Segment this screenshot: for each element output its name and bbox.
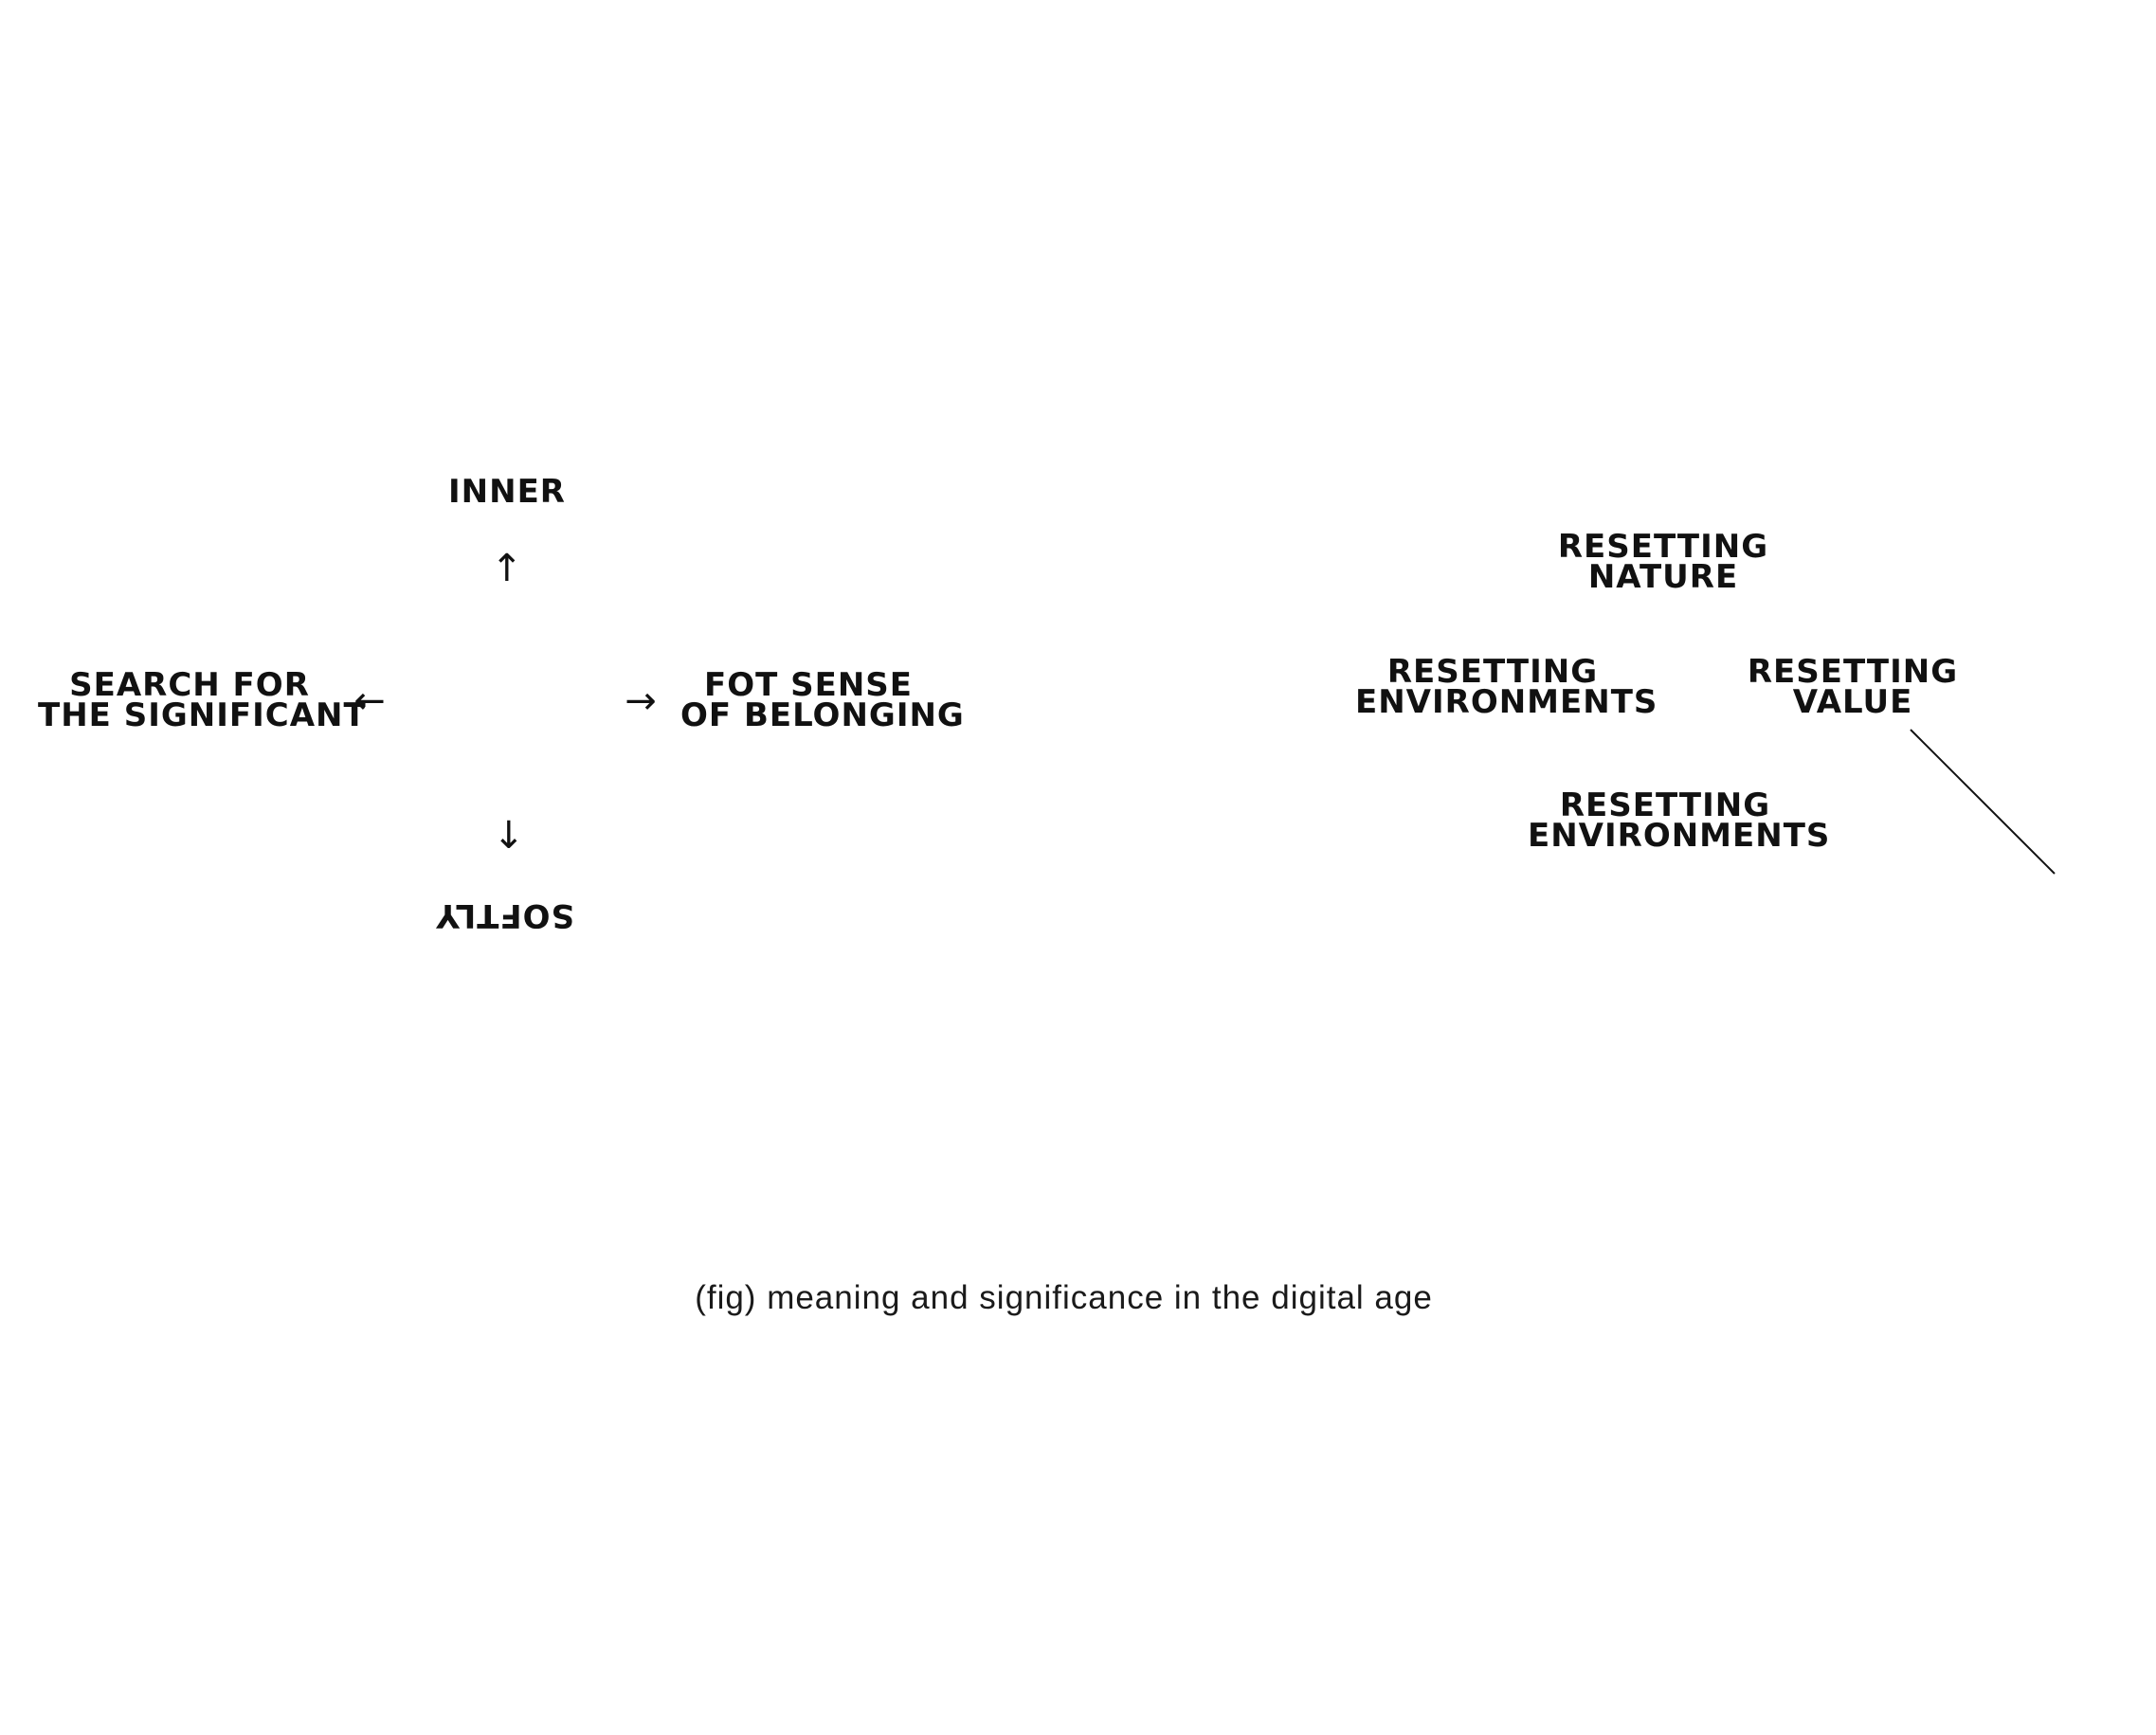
diagonal-line — [1910, 729, 2056, 875]
figure-caption: (fig) meaning and significance in the di… — [695, 1279, 1433, 1316]
arrow-up-icon: ↑ — [491, 547, 523, 590]
label-search-for-the-significant: SEARCH FOR THE SIGNIFICANT — [38, 666, 367, 734]
arrow-right-icon: → — [625, 679, 657, 723]
label-resetting-value: RESETTING VALUE — [1747, 653, 1959, 721]
label-resetting-environments-bottom: RESETTING ENVIRONMENTS — [1528, 786, 1831, 855]
label-fot-sense-of-belonging: FOT SENSE OF BELONGING — [680, 666, 965, 734]
arrow-left-icon: ← — [353, 679, 386, 723]
label-resetting-nature: RESETTING NATURE — [1557, 528, 1769, 596]
label-inner: INNER — [448, 473, 566, 511]
label-resetting-environments-left: RESETTING ENVIRONMENTS — [1355, 653, 1658, 721]
arrow-down-icon: ↓ — [493, 814, 525, 858]
